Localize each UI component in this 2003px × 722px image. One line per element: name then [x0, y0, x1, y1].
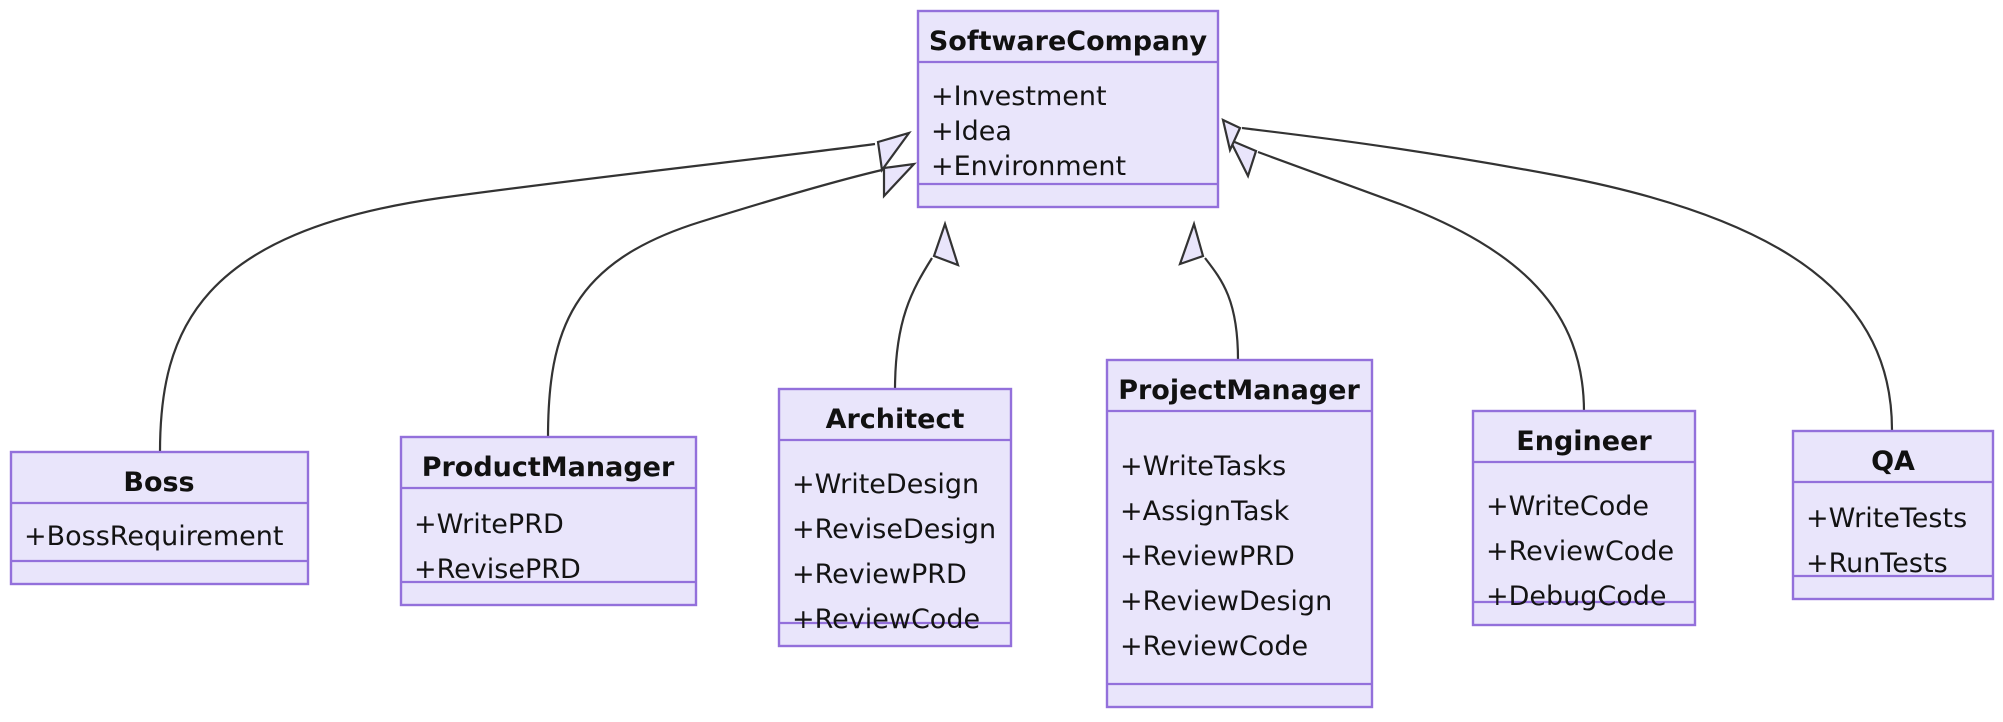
class-title: QA [1871, 446, 1915, 477]
generalization-arrowhead-icon [932, 220, 960, 267]
edge-line [1241, 126, 1894, 431]
class-title: Engineer [1516, 426, 1652, 457]
class-attribute: +RevisePRD [414, 554, 581, 585]
edge-line [1204, 257, 1240, 361]
class-attribute: +WriteTasks [1120, 451, 1286, 482]
class-attribute: +WritePRD [414, 509, 564, 540]
class-attribute: +Idea [931, 116, 1012, 147]
class-box [1471, 409, 1697, 627]
edge-line [1257, 150, 1586, 413]
class-attribute: +Environment [931, 151, 1126, 182]
class-node-qa[interactable]: QA +WriteTests +RunTests [1791, 429, 1995, 601]
generalization-arrowhead-icon [876, 131, 912, 173]
class-attribute: +BossRequirement [24, 521, 283, 552]
edge-boss-to-softwarecompany[interactable] [158, 131, 912, 453]
class-title: Boss [123, 467, 194, 498]
class-attribute: +ReviewPRD [1120, 541, 1295, 572]
class-attribute: +WriteTests [1806, 503, 1967, 534]
class-attribute: +WriteDesign [792, 469, 979, 500]
class-attribute: +WriteCode [1486, 491, 1649, 522]
edge-architect-to-softwarecompany[interactable] [893, 220, 960, 391]
class-title: SoftwareCompany [929, 26, 1208, 57]
generalization-arrowhead-icon [882, 162, 917, 199]
class-title: Architect [826, 404, 965, 435]
class-box [777, 387, 1013, 648]
class-node-projectmanager[interactable]: ProjectManager +WriteTasks +AssignTask +… [1105, 358, 1374, 709]
class-title: ProductManager [422, 452, 675, 483]
edge-line [893, 257, 933, 391]
class-box [1105, 358, 1374, 709]
class-node-softwarecompany[interactable]: SoftwareCompany +Investment +Idea +Envir… [916, 9, 1220, 209]
class-attribute: +ReviewCode [1486, 536, 1674, 567]
edge-line [158, 142, 876, 453]
class-title: ProjectManager [1118, 375, 1360, 406]
edge-engineer-to-softwarecompany[interactable] [1227, 137, 1586, 413]
class-attribute: +ReviewCode [792, 604, 980, 635]
class-box [399, 435, 698, 607]
class-attribute: +ReviewPRD [792, 559, 967, 590]
class-attribute: +ReviewDesign [1120, 586, 1332, 617]
edge-qa-to-softwarecompany[interactable] [1221, 118, 1894, 431]
class-attribute: +ReviewCode [1120, 631, 1308, 662]
class-attribute: +DebugCode [1486, 581, 1667, 612]
class-node-productmanager[interactable]: ProductManager +WritePRD +RevisePRD [399, 435, 698, 607]
edge-group [158, 118, 1894, 453]
class-attribute: +Investment [931, 81, 1107, 112]
edge-line [546, 168, 883, 439]
class-box [916, 9, 1220, 209]
class-attribute: +ReviseDesign [792, 514, 996, 545]
generalization-arrowhead-icon [1221, 118, 1242, 154]
generalization-arrowhead-icon [1178, 220, 1205, 266]
class-node-architect[interactable]: Architect +WriteDesign +ReviseDesign +Re… [777, 387, 1013, 648]
class-node-engineer[interactable]: Engineer +WriteCode +ReviewCode +DebugCo… [1471, 409, 1697, 627]
class-attribute: +AssignTask [1120, 496, 1290, 527]
class-attribute: +RunTests [1806, 548, 1948, 579]
class-box [1791, 429, 1995, 601]
edge-productmanager-to-softwarecompany[interactable] [546, 162, 917, 439]
generalization-arrowhead-icon [1227, 137, 1258, 179]
edge-projectmanager-to-softwarecompany[interactable] [1178, 220, 1240, 361]
class-node-boss[interactable]: Boss +BossRequirement [9, 450, 310, 586]
